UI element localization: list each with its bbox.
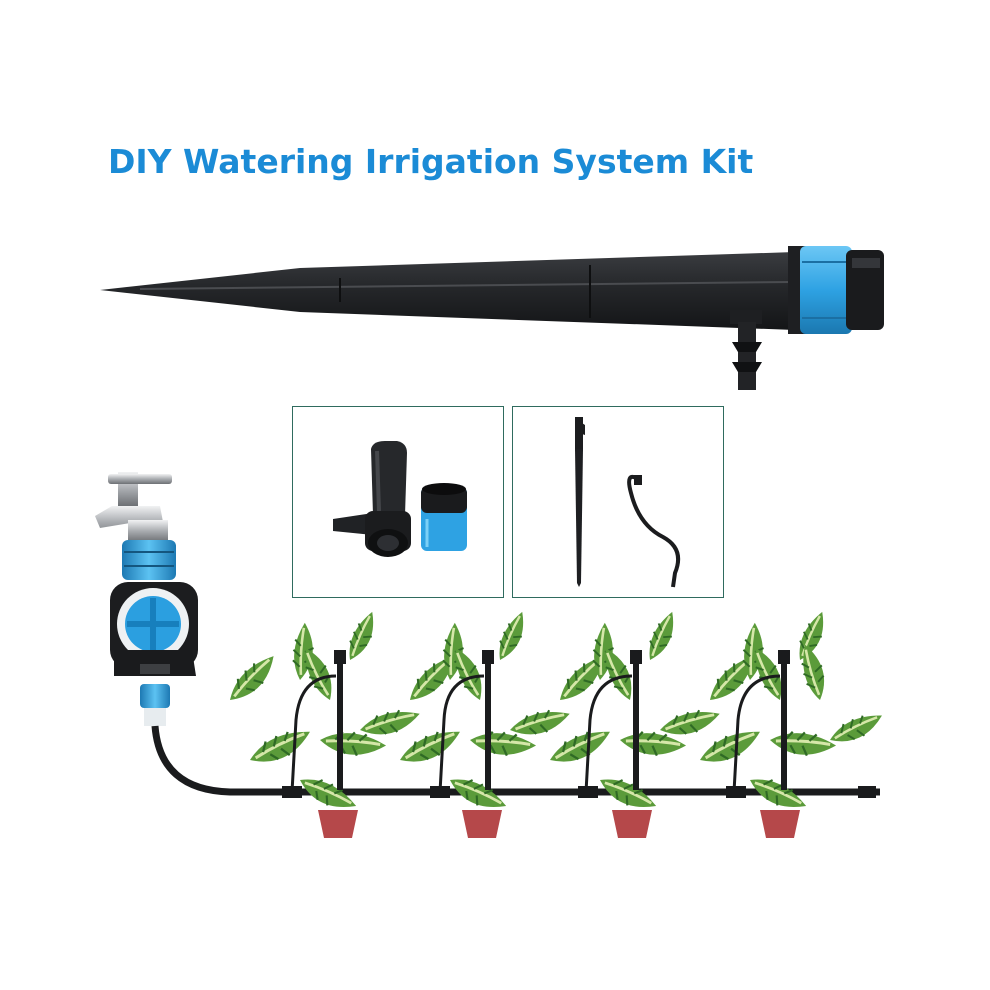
stake-head-and-filter-cap-panel: [292, 406, 504, 598]
product-title: DIY Watering Irrigation System Kit: [108, 142, 754, 181]
stake-and-tube-panel: [512, 406, 724, 598]
potted-plant-1: [220, 607, 424, 838]
potted-plant-3: [543, 607, 724, 838]
stake-head-and-filter-cap-icon: [333, 441, 467, 557]
potted-plant-4: [693, 607, 888, 838]
potted-plant-2: [393, 607, 574, 838]
stake-and-tube-icon: [575, 417, 680, 588]
